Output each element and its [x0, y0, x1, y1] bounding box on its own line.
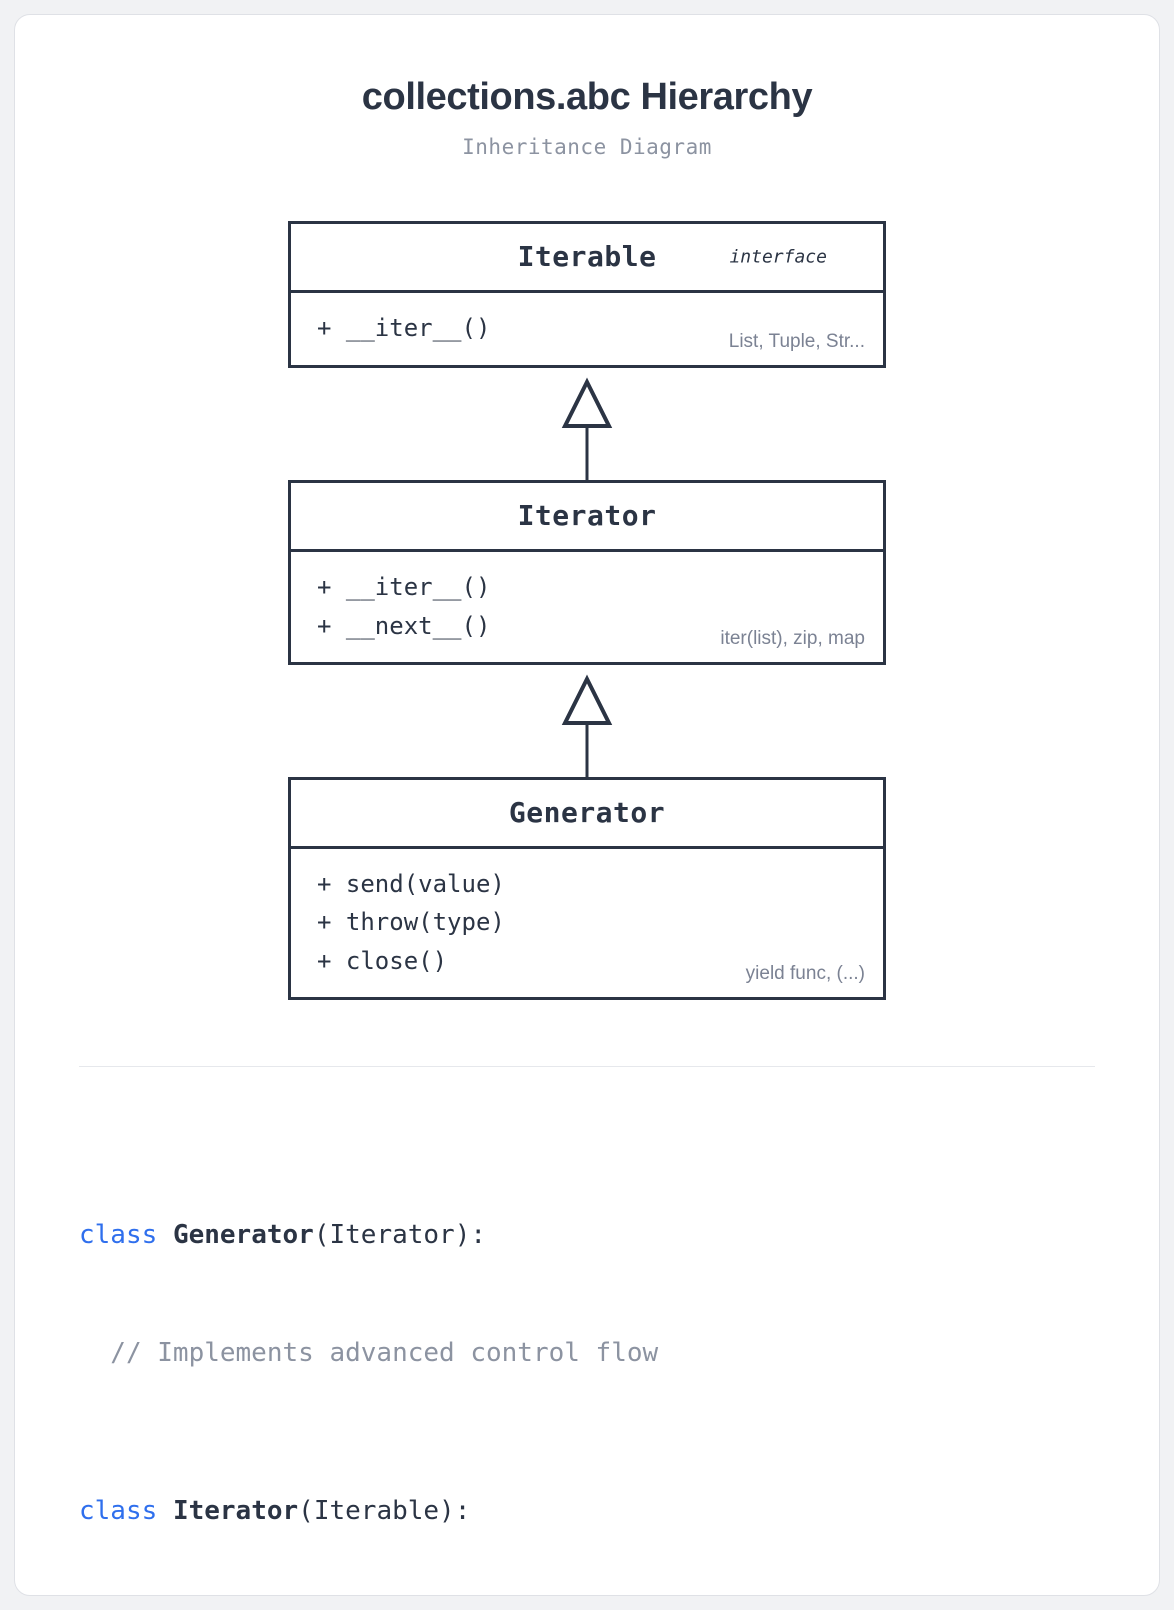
class-stereotype-iterable: interface [729, 246, 827, 268]
code-line-class-generator: class Generator(Iterator): [79, 1216, 1159, 1256]
class-body-generator: + send(value) + throw(type) + close() yi… [291, 849, 883, 998]
class-member: + __iter__() [317, 572, 491, 601]
class-member: + __iter__() [317, 313, 491, 342]
class-member: + send(value) [317, 869, 505, 898]
class-header-iterable: Iterable interface [291, 224, 883, 293]
generalization-arrow-iterator-to-iterable [15, 368, 1159, 480]
code-line-class-iterator: class Iterator(Iterable): [79, 1492, 1159, 1532]
class-node-wrap-iterable: Iterable interface + __iter__() List, Tu… [15, 220, 1159, 368]
class-body-iterable: + __iter__() List, Tuple, Str... [291, 293, 883, 365]
header: collections.abc Hierarchy Inheritance Di… [15, 76, 1159, 159]
class-name-iterable: Iterable [517, 240, 657, 274]
class-box-iterable[interactable]: Iterable interface + __iter__() List, Tu… [288, 220, 886, 368]
class-box-iterator[interactable]: Iterator + __iter__() + __next__() iter(… [288, 479, 886, 665]
class-header-generator: Generator [291, 780, 883, 849]
class-name-iterator: Iterator [517, 499, 657, 533]
class-node-wrap-generator: Generator + send(value) + throw(type) + … [15, 776, 1159, 1001]
section-divider [79, 1066, 1095, 1068]
page-title: collections.abc Hierarchy [361, 76, 813, 118]
code-block: class Generator(Iterator): // Implements… [79, 1097, 1159, 1595]
class-body-iterator: + __iter__() + __next__() iter(list), zi… [291, 552, 883, 662]
code-class-bases: (Iterable): [298, 1496, 471, 1527]
class-member: + throw(type) [317, 908, 505, 937]
class-box-generator[interactable]: Generator + send(value) + throw(type) + … [288, 776, 886, 1001]
class-header-iterator: Iterator [291, 483, 883, 552]
code-class-name: Iterator [172, 1496, 299, 1527]
class-name-generator: Generator [508, 796, 666, 830]
generalization-arrow-generator-to-iterator [15, 665, 1159, 777]
code-class-bases: (Iterator): [313, 1219, 487, 1250]
class-node-wrap-iterator: Iterator + __iter__() + __next__() iter(… [15, 479, 1159, 665]
code-keyword: class [79, 1219, 158, 1250]
code-comment: // Implements advanced control flow [79, 1338, 659, 1369]
page-subtitle: Inheritance Diagram [462, 134, 712, 159]
class-note-iterable: List, Tuple, Str... [728, 330, 865, 352]
class-member: + close() [317, 947, 448, 976]
code-keyword: class [79, 1496, 158, 1527]
inheritance-diagram: Iterable interface + __iter__() List, Tu… [15, 220, 1159, 1001]
class-note-iterator: iter(list), zip, map [720, 627, 865, 649]
class-member: + __next__() [317, 611, 491, 640]
class-note-generator: yield func, (...) [745, 963, 865, 985]
diagram-card: collections.abc Hierarchy Inheritance Di… [14, 14, 1160, 1596]
code-class-name: Generator [172, 1219, 314, 1250]
